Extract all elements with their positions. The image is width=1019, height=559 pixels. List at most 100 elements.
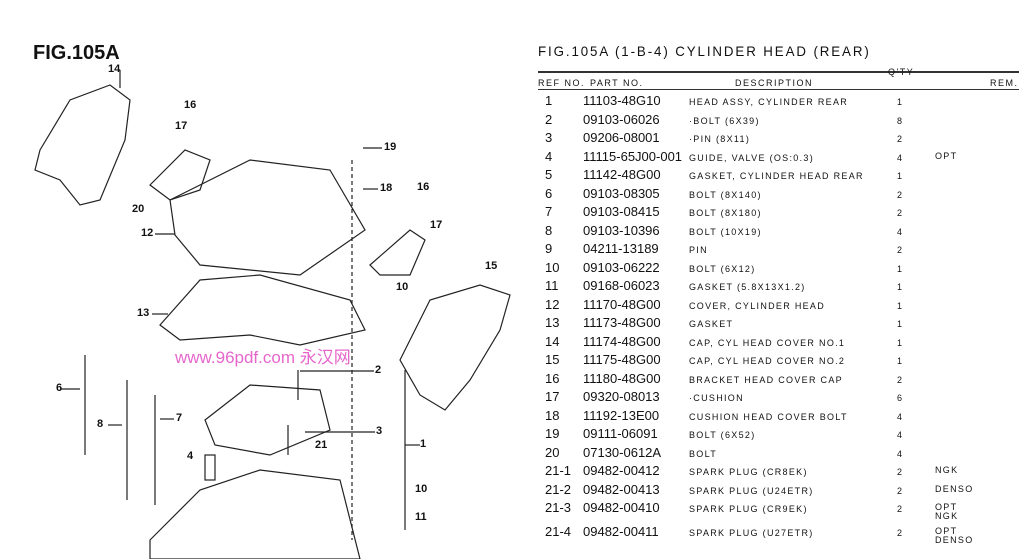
cell-part: 04211-13189 [583, 241, 659, 256]
cell-ref: 18 [545, 407, 560, 423]
cell-part: 11174-48G00 [583, 333, 661, 349]
callout-20: 20 [132, 203, 145, 215]
callout-17: 17 [175, 120, 188, 132]
callout-19: 19 [384, 141, 397, 153]
table-row: 16 11180-48G00 BRACKET HEAD COVER CAP 2 [538, 371, 1019, 389]
cell-qty: 1 [897, 337, 903, 348]
callout-15: 15 [485, 260, 498, 272]
cell-ref: 21-1 [545, 463, 572, 478]
cell-part: 11180-48G00 [583, 370, 661, 386]
cell-qty: 2 [897, 208, 903, 218]
header-rule-bottom [538, 89, 1019, 90]
cell-rem: OPT DENSO [935, 526, 974, 545]
cell-desc: HEAD ASSY, CYLINDER REAR [689, 97, 849, 107]
cell-qty: 2 [897, 528, 903, 538]
cell-ref: 12 [545, 296, 560, 312]
cell-part: 11175-48G00 [583, 352, 661, 367]
cell-ref: 5 [545, 167, 553, 182]
cell-part: 09482-00411 [583, 524, 659, 539]
cell-part: 09103-08415 [583, 204, 660, 219]
cell-qty: 4 [897, 411, 903, 422]
cell-desc: GASKET [689, 319, 734, 329]
callout-3: 3 [376, 425, 383, 437]
cell-desc: BOLT (8X180) [689, 208, 762, 218]
header-rem: REM. [990, 78, 1019, 88]
cell-ref: 2 [545, 111, 553, 127]
cell-qty: 1 [897, 97, 903, 107]
callout-12: 12 [141, 227, 154, 239]
cell-desc: PIN [689, 245, 708, 255]
cell-qty: 1 [897, 263, 903, 274]
cell-desc: BOLT (6X52) [689, 430, 756, 440]
cell-rem: NGK [935, 465, 959, 475]
cell-part: 11115-65J00-001 [583, 148, 683, 164]
cell-qty: 1 [897, 356, 903, 366]
callout-2: 2 [375, 364, 382, 376]
cell-part: 11192-13E00 [583, 407, 660, 423]
cell-desc: CAP, CYL HEAD COVER NO.2 [689, 356, 846, 366]
cell-ref: 11 [545, 278, 559, 293]
cell-part: 09482-00413 [583, 481, 660, 497]
cell-desc: BOLT (6X12) [689, 263, 756, 274]
cell-qty: 2 [897, 467, 903, 477]
header-qty: Q'TY [888, 67, 915, 77]
cell-ref: 8 [545, 222, 553, 238]
cell-ref: 16 [545, 370, 560, 386]
cell-part: 09320-08013 [583, 389, 660, 404]
cell-desc: BRACKET HEAD COVER CAP [689, 374, 843, 385]
cell-qty: 2 [897, 504, 903, 514]
cell-rem: DENSO [935, 483, 974, 494]
cell-qty: 8 [897, 115, 903, 126]
cell-ref: 21-2 [545, 481, 572, 497]
cell-ref: 1 [545, 93, 553, 108]
cell-qty: 4 [897, 448, 903, 459]
bracket-right [369, 229, 426, 276]
cell-qty: 2 [897, 134, 903, 144]
cell-desc: ·BOLT (6X39) [689, 115, 760, 126]
header-ref: REF NO. [538, 78, 586, 88]
cell-ref: 15 [545, 352, 560, 367]
callout-16b: 16 [417, 181, 430, 193]
cell-part: 09103-06026 [583, 111, 660, 127]
cell-desc: GUIDE, VALVE (OS:0.3) [689, 152, 814, 163]
cell-ref: 10 [545, 259, 560, 275]
cell-part: 09482-00410 [583, 500, 660, 515]
head-cover [169, 159, 366, 276]
cap-no1 [34, 84, 131, 206]
bracket-left [149, 149, 211, 201]
cell-desc: GASKET, CYLINDER HEAD REAR [689, 171, 864, 181]
cell-desc: BOLT (10X19) [689, 226, 762, 237]
cell-ref: 20 [545, 444, 560, 460]
cell-desc: COVER, CYLINDER HEAD [689, 300, 826, 311]
callout-11: 11 [415, 511, 427, 523]
header-rule [538, 71, 1019, 73]
cell-desc: CAP, CYL HEAD COVER NO.1 [689, 337, 846, 348]
cell-part: 09482-00412 [583, 463, 660, 478]
cell-part: 09103-10396 [583, 222, 660, 238]
cell-ref: 3 [545, 130, 553, 145]
cell-part: 11142-48G00 [583, 167, 661, 182]
header-part: PART NO. [590, 78, 644, 88]
cylinder-head [149, 469, 361, 559]
table-row: 21-1 09482-00412 SPARK PLUG (CR8EK) 2 NGK [538, 463, 1019, 481]
cell-ref: 19 [545, 426, 560, 441]
cell-ref: 9 [545, 241, 553, 256]
cell-part: 09111-06091 [583, 426, 658, 441]
cell-desc: SPARK PLUG (CR8EK) [689, 467, 808, 477]
cap-no2 [399, 284, 511, 411]
table-row: 15 11175-48G00 CAP, CYL HEAD COVER NO.2 1 [538, 352, 1019, 370]
cell-part: 09206-08001 [583, 130, 660, 145]
cell-qty: 2 [897, 374, 903, 385]
